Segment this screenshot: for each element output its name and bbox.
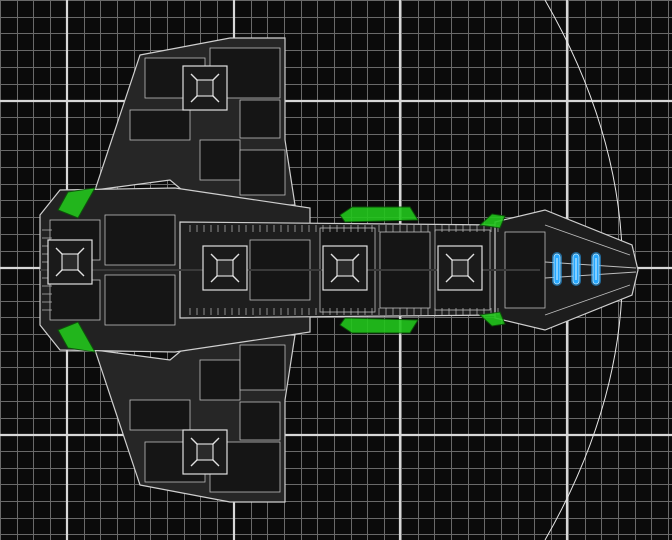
turret-core: [196, 443, 214, 461]
turret-mount-icon: [202, 245, 248, 291]
hull-panel: [239, 149, 286, 196]
turret-mount-icon: [182, 429, 228, 475]
hull-panel: [239, 401, 281, 441]
hull-panel: [129, 109, 191, 141]
turret-core: [196, 79, 214, 97]
hull-panel: [239, 99, 281, 139]
engine-cell-icon: [591, 252, 601, 286]
hull-panel: [199, 139, 241, 181]
thruster-pod-icon: [478, 311, 506, 327]
thruster-pod-icon: [339, 206, 419, 223]
engine-cells: [552, 252, 601, 286]
thruster-pod-icon: [339, 317, 419, 334]
thruster-pod-icon: [57, 321, 96, 353]
hull-panel: [239, 344, 286, 391]
hull-panel: [104, 274, 176, 326]
turret-core: [61, 253, 79, 271]
turret-mount-icon: [437, 245, 483, 291]
engine-cell-icon: [552, 252, 562, 286]
prow-spike: [544, 284, 631, 316]
hull-panel: [199, 359, 241, 401]
hull-panel: [104, 214, 176, 266]
starship-blueprint-icon[interactable]: [39, 37, 639, 503]
prow-spike: [544, 224, 631, 256]
thruster-pod-icon: [478, 213, 506, 229]
hull-panel: [49, 279, 101, 321]
turret-mount-icon: [47, 239, 93, 285]
turret-core: [216, 259, 234, 277]
hull-panel: [129, 399, 191, 431]
thruster-pod-icon: [57, 187, 96, 219]
turret-mount-icon: [322, 245, 368, 291]
turret-core: [451, 259, 469, 277]
thruster-pods: [57, 187, 506, 353]
turret-core: [336, 259, 354, 277]
turret-mounts: [47, 65, 483, 475]
turret-mount-icon: [182, 65, 228, 111]
engine-cell-icon: [571, 252, 581, 286]
